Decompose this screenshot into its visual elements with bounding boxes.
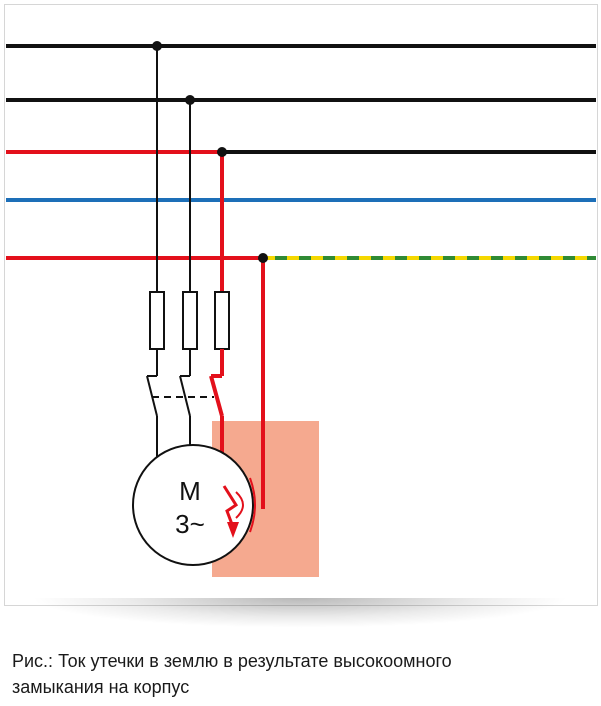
circuit-diagram: M 3~ (6, 41, 596, 577)
fuse-l2 (182, 291, 198, 350)
junction-dot-l3 (217, 147, 227, 157)
motor-label: M (179, 476, 201, 506)
junction-dot-l1 (152, 41, 162, 51)
leakage-arc-small (235, 491, 244, 519)
motor-phase-label: 3~ (175, 509, 205, 539)
motor-symbol (132, 444, 254, 566)
figure-caption: Рис.: Ток утечки в землю в результате вы… (12, 648, 592, 700)
fuse-l3 (214, 291, 230, 350)
junction-dot-l2 (185, 95, 195, 105)
junction-dot-pe (258, 253, 268, 263)
frame-shadow (30, 598, 570, 628)
caption-line-2: замыкания на корпус (12, 677, 190, 697)
leakage-arc-inner (249, 477, 256, 533)
fuse-l1 (149, 291, 165, 350)
fault-arrowhead-icon (227, 522, 239, 538)
switch-l3-blade (209, 375, 224, 417)
caption-line-1: Рис.: Ток утечки в землю в результате вы… (12, 651, 452, 671)
fault-arrow-icon (222, 485, 239, 528)
switch-l2-blade (179, 375, 191, 417)
